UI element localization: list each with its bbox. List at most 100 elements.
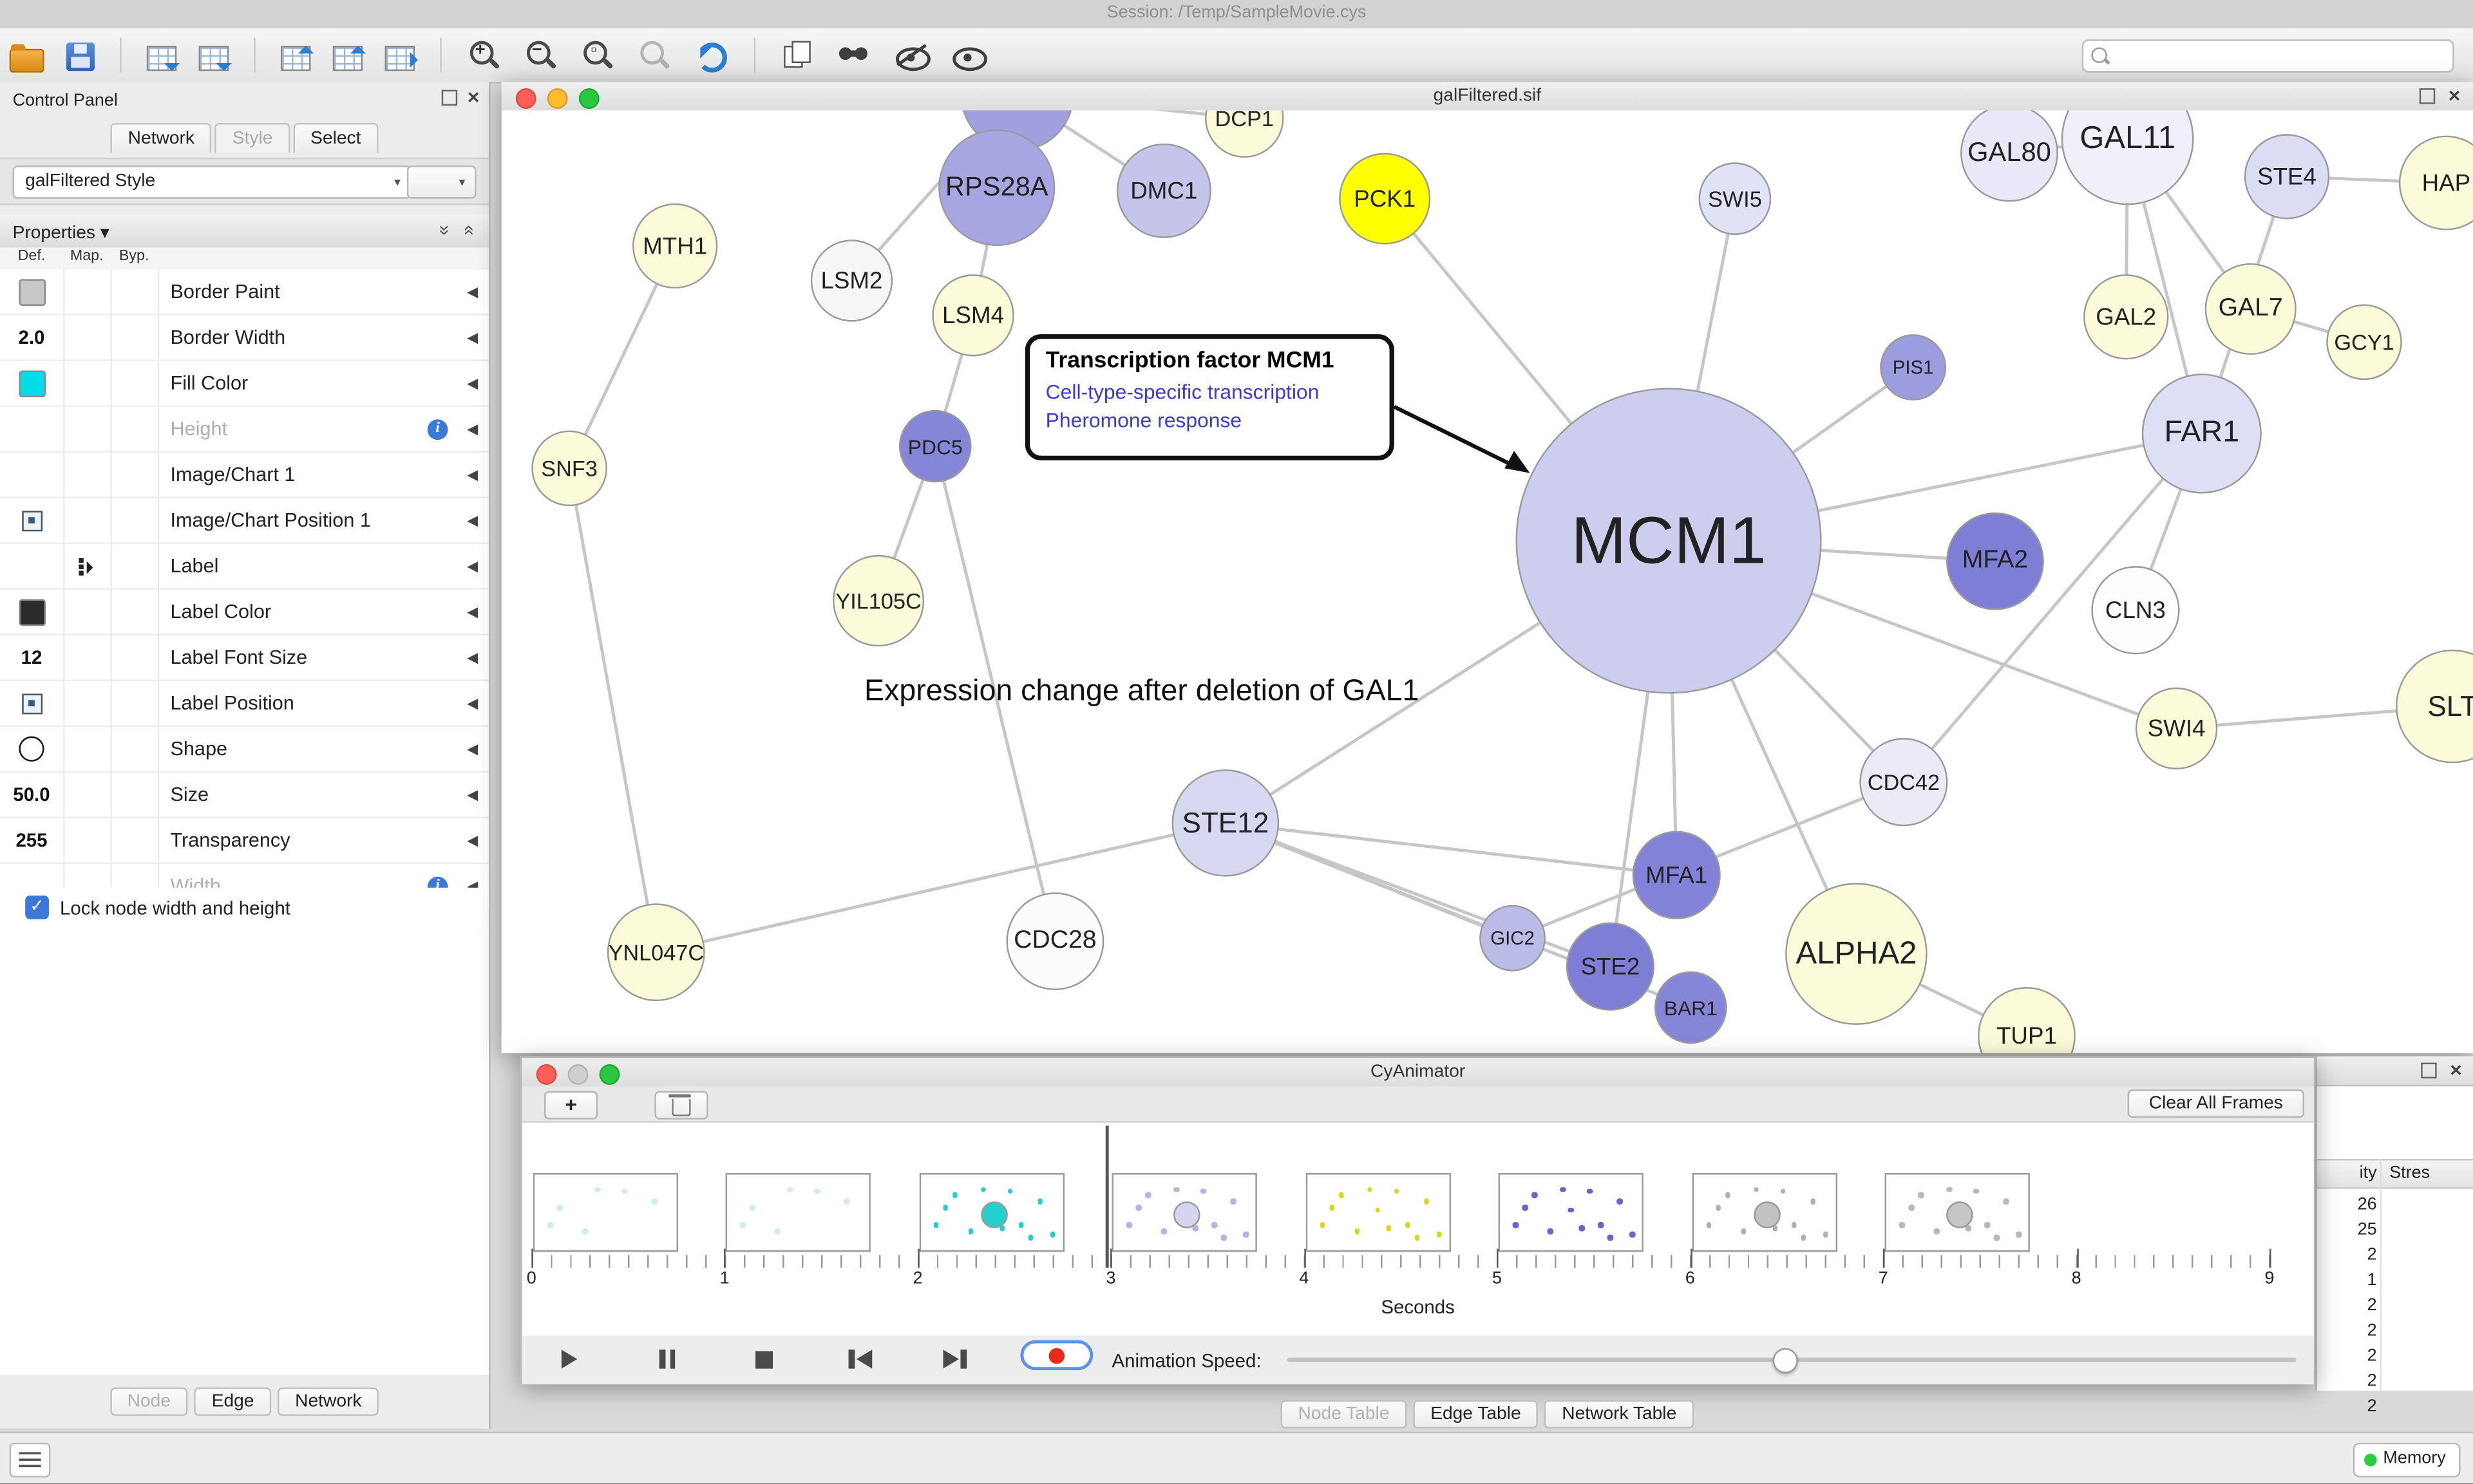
position-icon[interactable] [21, 510, 42, 531]
mapping-cell[interactable] [63, 818, 112, 863]
default-value[interactable]: 2.0 [18, 326, 45, 349]
import-network-icon[interactable] [146, 46, 180, 71]
frame-thumbnail-7[interactable] [1884, 1173, 2031, 1252]
tab-network[interactable]: Network [110, 123, 212, 153]
bypass-cell[interactable] [110, 452, 160, 497]
open-session-icon[interactable] [9, 43, 44, 72]
next-frame-button[interactable] [924, 1344, 987, 1375]
close-button[interactable] [515, 88, 536, 109]
node-bar1[interactable]: BAR1 [1654, 971, 1727, 1044]
zoom-in-icon[interactable]: + [467, 38, 502, 73]
node-yil105c[interactable]: YIL105C [833, 555, 925, 647]
bypass-cell[interactable] [110, 818, 160, 863]
hide-selected-icon[interactable] [895, 38, 931, 73]
property-row-image-chart-1[interactable]: Image/Chart 1◀ [0, 452, 489, 498]
tab-edge[interactable]: Edge [194, 1387, 272, 1416]
expand-property-icon[interactable]: ◀ [467, 512, 478, 529]
frame-thumbnail-1[interactable] [726, 1173, 871, 1252]
close-window-icon[interactable]: × [2448, 83, 2461, 108]
property-row-label-position[interactable]: Label Position◀ [0, 681, 489, 727]
node-ste2[interactable]: STE2 [1566, 922, 1654, 1011]
mapping-cell[interactable] [63, 773, 112, 817]
tab-node-table[interactable]: Node Table [1280, 1400, 1407, 1429]
node-ynl047c[interactable]: YNL047C [607, 903, 705, 1002]
table-cell[interactable]: 2 [2367, 1321, 2377, 1340]
default-cell[interactable] [0, 589, 65, 634]
node-lsm4[interactable]: LSM4 [932, 274, 1014, 357]
default-value[interactable]: 12 [21, 646, 43, 669]
expand-property-icon[interactable]: ◀ [467, 329, 478, 346]
default-cell[interactable]: 2.0 [0, 315, 65, 360]
slider-knob[interactable] [1772, 1348, 1798, 1374]
snapshot-icon[interactable] [781, 38, 815, 73]
info-icon[interactable]: i [427, 418, 448, 440]
expand-property-icon[interactable]: ◀ [467, 603, 478, 620]
expand-property-icon[interactable]: ◀ [467, 741, 478, 757]
property-row-label-color[interactable]: Label Color◀ [0, 589, 489, 635]
node-gcy1[interactable]: GCY1 [2326, 304, 2402, 380]
frame-thumbnail-4[interactable] [1305, 1173, 1451, 1252]
expand-property-icon[interactable]: ◀ [467, 695, 478, 711]
default-cell[interactable] [0, 406, 65, 451]
style-options-dropdown[interactable]: ▾ [406, 165, 477, 199]
node-pck1[interactable]: PCK1 [1339, 153, 1431, 245]
close-panel-icon[interactable]: × [467, 85, 480, 109]
default-cell[interactable] [0, 498, 65, 543]
node-rps28a[interactable]: RPS28A [938, 129, 1056, 247]
bypass-cell[interactable] [110, 269, 160, 314]
column-header[interactable]: Stres [2389, 1163, 2430, 1183]
bypass-cell[interactable] [110, 361, 160, 406]
node-far1[interactable]: FAR1 [2141, 373, 2262, 494]
node-pis1[interactable]: PIS1 [1880, 334, 1947, 401]
tab-network-table[interactable]: Network Table [1544, 1400, 1694, 1429]
color-swatch[interactable] [18, 370, 45, 397]
bypass-cell[interactable] [110, 406, 160, 451]
default-cell[interactable]: 12 [0, 635, 65, 680]
node-cln3[interactable]: CLN3 [2091, 566, 2180, 655]
shape-ellipse-icon[interactable] [19, 736, 44, 762]
lock-size-checkbox[interactable]: ✓ [25, 896, 49, 919]
mapping-cell[interactable] [63, 315, 112, 360]
search-input[interactable] [2112, 42, 2450, 70]
table-cell[interactable]: 2 [2367, 1296, 2377, 1315]
play-button[interactable] [538, 1344, 601, 1375]
mapping-cell[interactable] [63, 635, 112, 680]
property-row-label[interactable]: Label◀ [0, 543, 489, 590]
default-cell[interactable]: 255 [0, 818, 65, 863]
expand-property-icon[interactable]: ◀ [467, 558, 478, 574]
tab-node[interactable]: Node [109, 1387, 188, 1416]
animation-speed-slider[interactable] [1287, 1348, 2297, 1374]
node-alpha2[interactable]: ALPHA2 [1785, 883, 1928, 1025]
node-cdc42[interactable]: CDC42 [1859, 738, 1948, 827]
close-window-icon[interactable]: × [2450, 1058, 2462, 1082]
expand-property-icon[interactable]: ◀ [467, 420, 478, 437]
mapping-cell[interactable] [63, 361, 112, 406]
bypass-cell[interactable] [110, 635, 160, 680]
table-cell[interactable]: 26 [2357, 1195, 2377, 1214]
node-mfa1[interactable]: MFA1 [1632, 831, 1721, 919]
mapping-cell[interactable] [63, 269, 112, 314]
mapping-cell[interactable] [63, 543, 112, 588]
tab-network[interactable]: Network [278, 1387, 379, 1416]
mapping-cell[interactable] [63, 864, 112, 908]
annotation-link[interactable]: Cell-type-specific transcription [1045, 380, 1320, 404]
memory-button[interactable]: Memory [2353, 1442, 2461, 1478]
table-cell[interactable]: 2 [2367, 1396, 2377, 1416]
frame-thumbnail-2[interactable] [919, 1173, 1065, 1252]
zoom-out-icon[interactable]: − [524, 38, 558, 73]
node-snf3[interactable]: SNF3 [531, 430, 607, 507]
default-cell[interactable]: 50.0 [0, 773, 65, 817]
mapping-cell[interactable] [63, 452, 112, 497]
collapse-all-icon[interactable]: » [457, 225, 479, 236]
column-header[interactable]: ity [2359, 1163, 2377, 1183]
zoom-selected-icon[interactable] [637, 38, 672, 73]
bypass-cell[interactable] [110, 543, 160, 588]
table-cell[interactable]: 25 [2357, 1220, 2377, 1239]
refresh-icon[interactable] [694, 39, 729, 74]
bypass-cell[interactable] [110, 726, 160, 771]
default-cell[interactable] [0, 361, 65, 406]
